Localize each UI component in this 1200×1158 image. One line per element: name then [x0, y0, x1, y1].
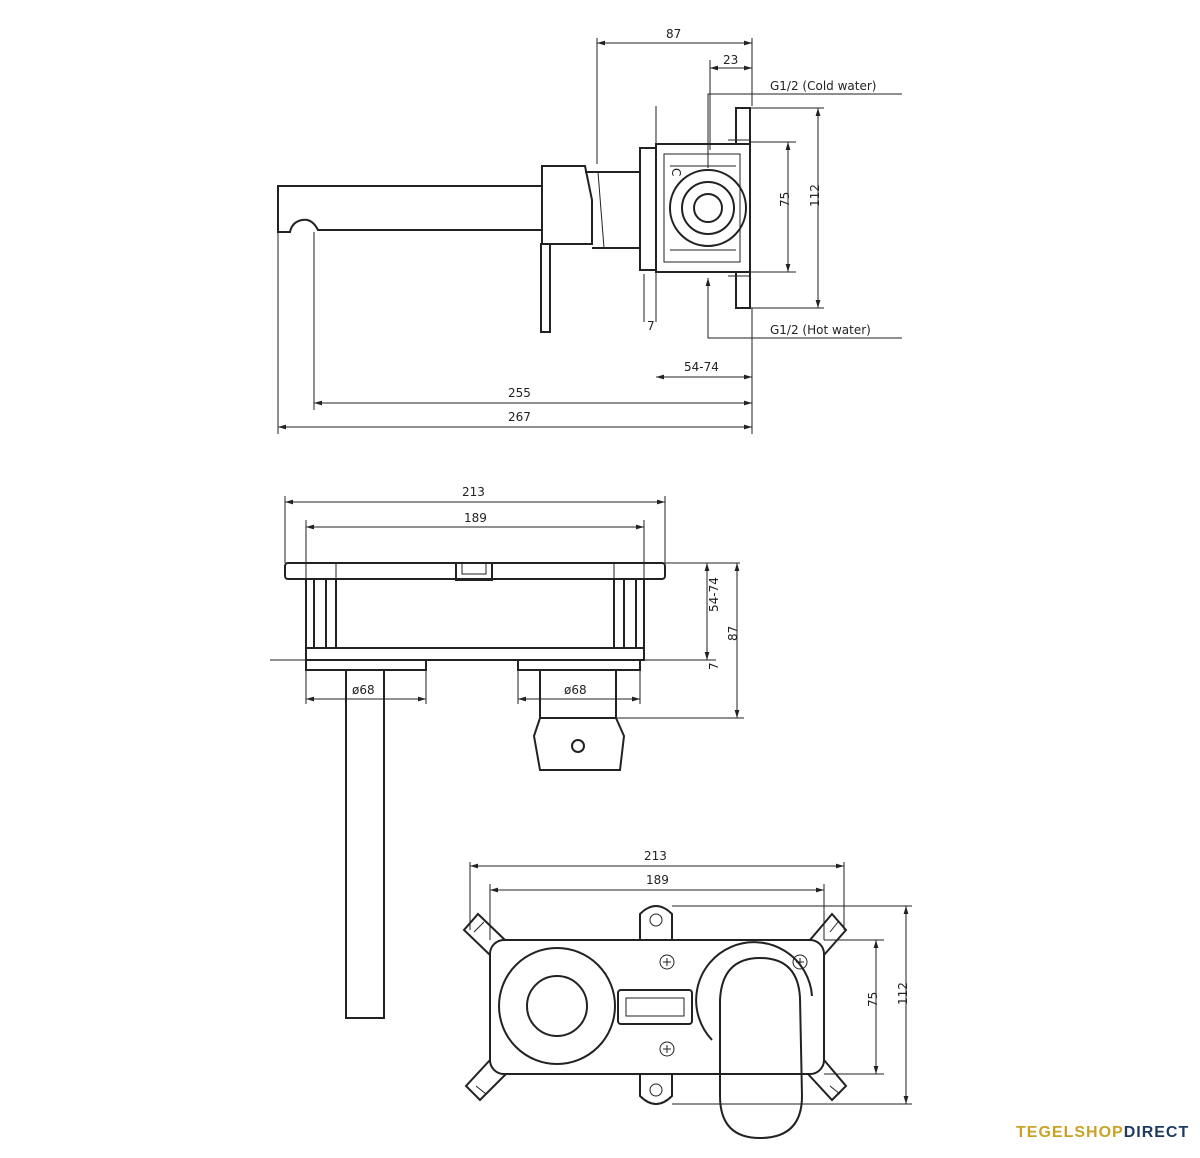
concealed-box-side — [655, 143, 751, 273]
dim-112-side: 112 — [808, 184, 822, 207]
dim-189-front: 189 — [646, 873, 669, 887]
dim-23-side: 23 — [723, 53, 738, 67]
ear-bottom-right — [807, 1059, 848, 1102]
flange-top-side — [735, 107, 751, 145]
front-view: 213 189 75 112 — [462, 849, 912, 1140]
lever-handle-side — [540, 243, 551, 333]
dim-87-top: 87 — [726, 626, 740, 641]
cold-water-label: G1/2 (Cold water) — [770, 79, 876, 93]
dim-213-front: 213 — [644, 849, 667, 863]
brand-logo: TEGELSHOPDIRECT — [1016, 1124, 1189, 1142]
dim-7-side: 7 — [647, 319, 655, 333]
spout-top — [345, 669, 385, 1019]
dim-75-front: 75 — [866, 992, 880, 1007]
dia-68-left: ø68 — [352, 683, 375, 697]
dim-87-side: 87 — [666, 27, 681, 41]
dim-255-side: 255 — [508, 386, 531, 400]
wall-plate-side — [639, 147, 657, 271]
dia-68-right: ø68 — [564, 683, 587, 697]
ear-top-center — [639, 905, 673, 940]
ear-top-right — [809, 912, 848, 956]
ear-top-left — [462, 912, 506, 956]
lever-top — [532, 717, 626, 771]
valve-left-outer — [498, 947, 616, 1065]
plate-top — [284, 562, 666, 580]
valve-right — [695, 941, 813, 1041]
top-view: 213 189 54-74 7 87 ø68 ø68 — [270, 485, 744, 1019]
cold-mark: C — [669, 168, 683, 176]
brand-part2: DIRECT — [1123, 1124, 1190, 1141]
valve-left-inner — [526, 975, 588, 1037]
spout-side — [277, 185, 543, 233]
dim-54-74-top: 54-74 — [707, 577, 721, 612]
ear-bottom-center — [639, 1074, 673, 1105]
dim-75-side: 75 — [778, 192, 792, 207]
neck-side — [585, 171, 641, 249]
wall-plate-top — [305, 647, 645, 661]
inlet-ring-outer — [669, 169, 747, 247]
brand-part1: TEGELSHOP — [1016, 1124, 1124, 1141]
dim-213-top: 213 — [462, 485, 485, 499]
inlet-ring-mid — [681, 181, 735, 235]
lever-body-side — [541, 165, 593, 245]
lever-front — [719, 956, 804, 1140]
side-view: C 87 23 G1/2 (Cold water) G1/2 (Hot wate… — [277, 27, 902, 434]
hot-water-label: G1/2 (Hot water) — [770, 323, 871, 337]
box-front — [489, 939, 825, 1075]
ear-bottom-left — [464, 1059, 507, 1102]
dim-267-side: 267 — [508, 410, 531, 424]
flange-bottom-side — [735, 271, 751, 309]
inlet-ring-inner — [693, 193, 723, 223]
dim-7-top: 7 — [707, 662, 721, 670]
dim-189-top: 189 — [464, 511, 487, 525]
dim-54-74-side: 54-74 — [684, 360, 719, 374]
dim-112-front: 112 — [896, 982, 910, 1005]
